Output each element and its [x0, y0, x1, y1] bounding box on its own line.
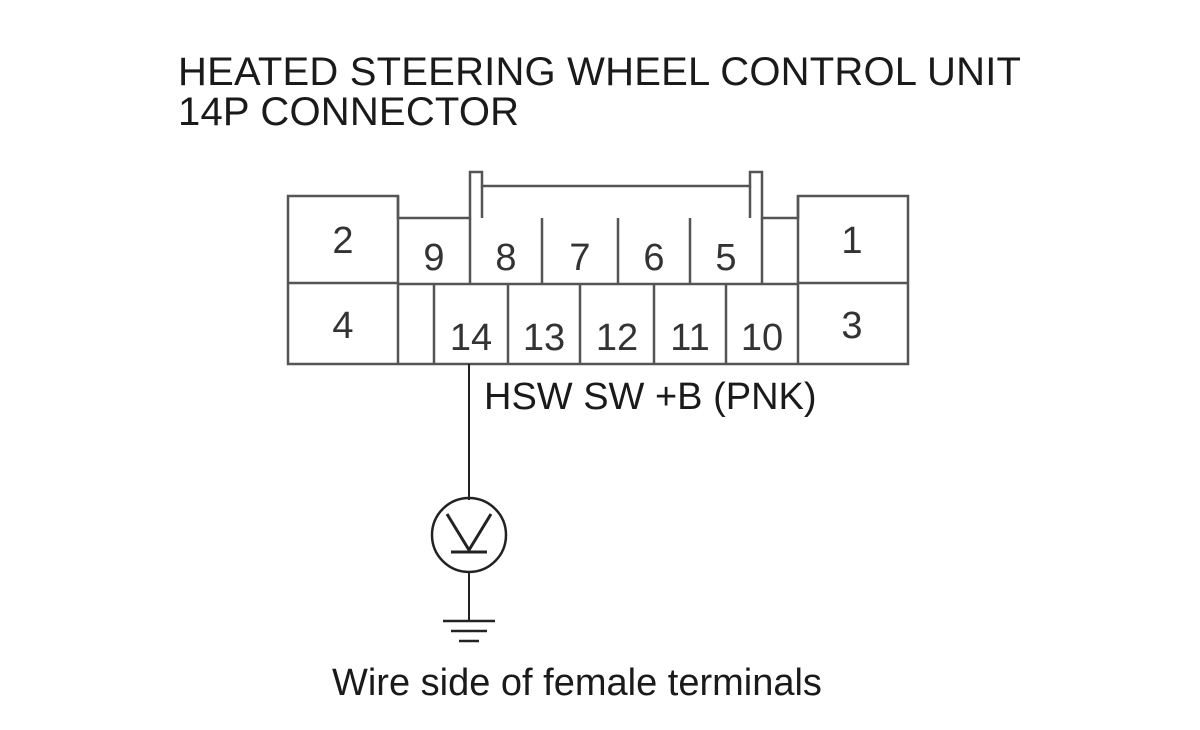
- pin-label-12: 12: [596, 317, 638, 359]
- pin-label-7: 7: [569, 237, 590, 279]
- pin-label-9: 9: [423, 237, 444, 279]
- pin-label-13: 13: [523, 317, 565, 359]
- pin-label-4: 4: [332, 305, 353, 347]
- pin-label-6: 6: [643, 237, 664, 279]
- diagram-title-line-1: HEATED STEERING WHEEL CONTROL UNIT: [178, 50, 1022, 94]
- view-caption: Wire side of female terminals: [332, 662, 822, 704]
- pin-label-1: 1: [841, 220, 862, 262]
- pin-label-8: 8: [495, 237, 516, 279]
- connector-pin-labels: 1 2 3 4 5 6 7 8 9 10 11 12 13 14: [332, 220, 862, 359]
- connector-housing: [286, 170, 910, 366]
- pin-label-14: 14: [450, 317, 492, 359]
- voltmeter-icon: [430, 496, 508, 574]
- pin-label-5: 5: [715, 237, 736, 279]
- pin-label-3: 3: [841, 305, 862, 347]
- pin-label-2: 2: [332, 220, 353, 262]
- pin-label-11: 11: [670, 317, 709, 359]
- signal-label: HSW SW +B (PNK): [484, 376, 817, 418]
- ground-icon: [443, 619, 495, 643]
- connector-cell-grid: [288, 196, 908, 364]
- pin-label-10: 10: [741, 317, 783, 359]
- diagram-title-line-2: 14P CONNECTOR: [178, 90, 520, 134]
